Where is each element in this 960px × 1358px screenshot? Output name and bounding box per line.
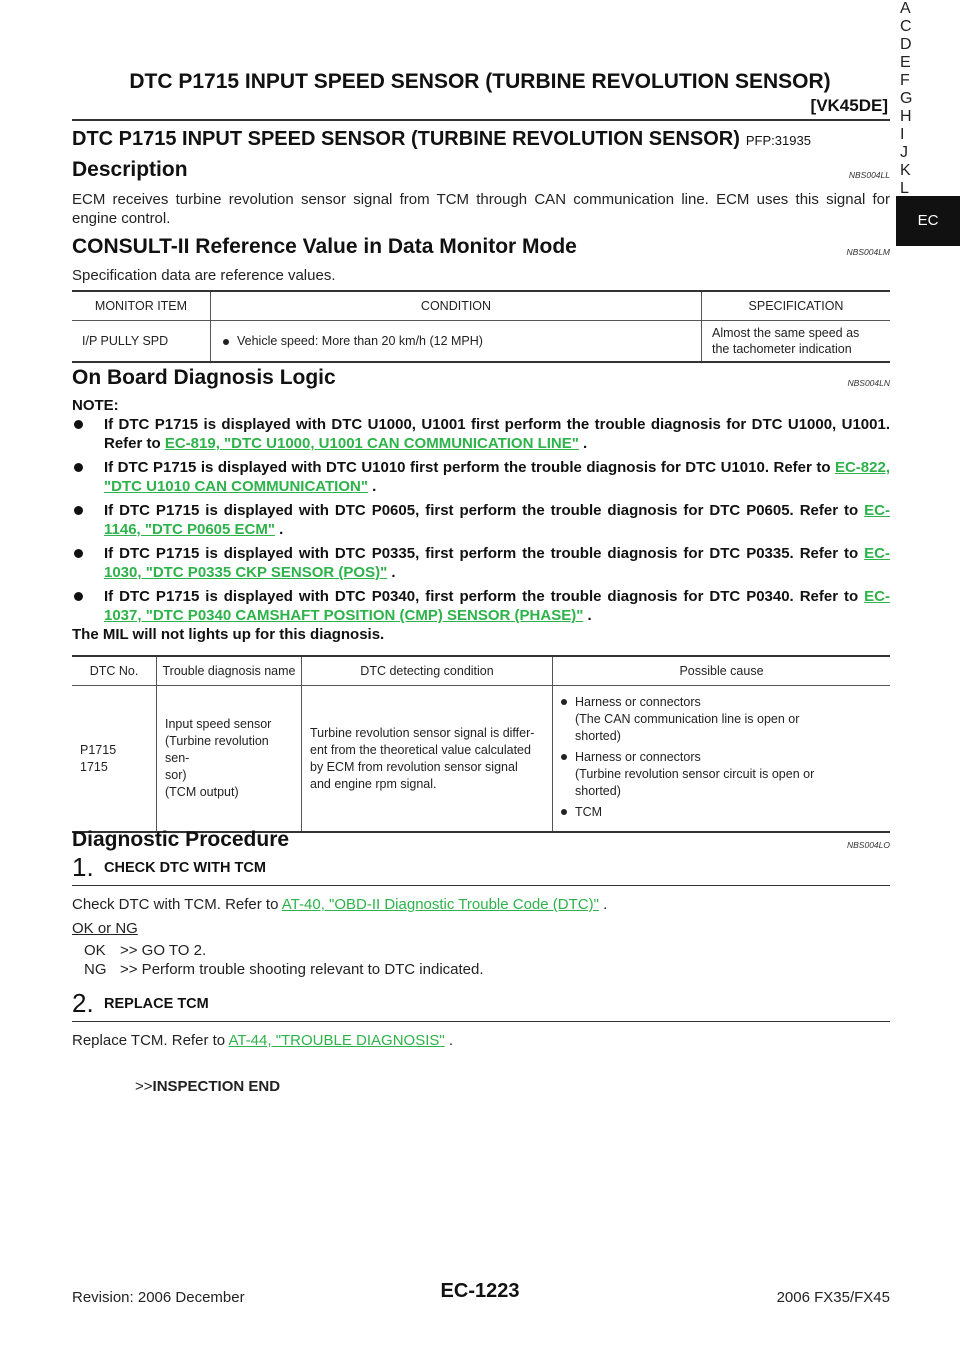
link-ec-822[interactable]: EC-822, "DTC U1010 CAN COMMUNICATION" <box>104 459 890 495</box>
side-index-l[interactable]: L <box>900 180 909 197</box>
bullet-icon <box>74 592 83 601</box>
section-title: DTC P1715 INPUT SPEED SENSOR (TURBINE RE… <box>72 128 811 150</box>
step-1-rule <box>72 885 890 886</box>
ng-option[interactable]: NG>> Perform trouble shooting relevant t… <box>84 961 484 978</box>
side-index-d[interactable]: D <box>900 36 912 53</box>
header-rule <box>72 119 890 121</box>
obd-heading: On Board Diagnosis Logic <box>72 366 336 389</box>
step-2-text: Replace TCM. Refer to AT-44, "TROUBLE DI… <box>72 1032 454 1049</box>
bullet-icon <box>223 339 229 345</box>
link-ec-1037[interactable]: EC-1037, "DTC P0340 CAMSHAFT POSITION (C… <box>104 588 890 624</box>
link-ec-1030[interactable]: EC-1030, "DTC P0335 CKP SENSOR (POS)" <box>104 545 890 581</box>
col-dtc-detecting-condition: DTC detecting condition <box>301 656 553 686</box>
note-item: If DTC P1715 is displayed with DTC P0340… <box>72 587 890 625</box>
inspection-end[interactable]: >>INSPECTION END <box>135 1078 281 1095</box>
consult-note: Specification data are reference values. <box>72 267 336 284</box>
link-at-40[interactable]: AT-40, "OBD-II Diagnostic Trouble Code (… <box>281 896 599 913</box>
step-2-number: 2. <box>72 988 94 1018</box>
step-1-title: CHECK DTC WITH TCM <box>104 860 266 876</box>
side-index-k[interactable]: K <box>900 162 911 179</box>
procedure-tag: NBS004LO <box>847 840 890 850</box>
bullet-icon <box>74 506 83 515</box>
note-label: NOTE: <box>72 397 119 414</box>
consult-heading: CONSULT-II Reference Value in Data Monit… <box>72 235 577 258</box>
note-list: If DTC P1715 is displayed with DTC U1000… <box>72 415 890 630</box>
list-item: Harness or connectors(The CAN communicat… <box>559 694 884 745</box>
description-tag: NBS004LL <box>848 170 890 180</box>
ok-option[interactable]: OK>> GO TO 2. <box>84 942 207 959</box>
description-text: ECM receives turbine revolution sensor s… <box>72 191 890 227</box>
cell-possible-cause: Harness or connectors(The CAN communicat… <box>553 686 891 833</box>
mil-note: The MIL will not lights up for this diag… <box>72 626 385 643</box>
link-ec-819[interactable]: EC-819, "DTC U1000, U1001 CAN COMMUNICAT… <box>164 435 579 452</box>
cell-trouble-diagnosis-name: Input speed sensor(Turbine revolution se… <box>156 685 302 832</box>
link-ec-1146[interactable]: EC-1146, "DTC P0605 ECM" <box>104 502 890 538</box>
note-item: If DTC P1715 is displayed with DTC U1000… <box>72 415 890 453</box>
note-item: If DTC P1715 is displayed with DTC U1010… <box>72 458 890 496</box>
side-index-a[interactable]: A <box>900 0 911 17</box>
section-code: PFP:31935 <box>745 133 811 148</box>
list-item: TCM <box>559 804 884 821</box>
side-index-ec-active[interactable]: EC <box>896 196 960 246</box>
bullet-icon <box>74 463 83 472</box>
footer-revision: Revision: 2006 December <box>72 1289 245 1306</box>
link-at-44[interactable]: AT-44, "TROUBLE DIAGNOSIS" <box>228 1032 445 1049</box>
obd-tag: NBS004LN <box>847 378 890 388</box>
cell-condition: Vehicle speed: More than 20 km/h (12 MPH… <box>210 320 702 362</box>
col-monitor-item: MONITOR ITEM <box>72 291 211 321</box>
running-header-title: DTC P1715 INPUT SPEED SENSOR (TURBINE RE… <box>129 70 831 93</box>
side-index-i[interactable]: I <box>900 126 905 143</box>
ok-or-ng-label: OK or NG <box>72 920 138 937</box>
procedure-heading: Diagnostic Procedure <box>72 828 290 851</box>
step-1-text: Check DTC with TCM. Refer to AT-40, "OBD… <box>72 896 608 913</box>
footer-page-number: EC-1223 <box>440 1280 520 1302</box>
list-item: Harness or connectors(Turbine revolution… <box>559 749 884 800</box>
col-trouble-diagnosis-name: Trouble diagnosis name <box>156 656 302 686</box>
step-2-title: REPLACE TCM <box>104 996 209 1012</box>
side-index-c[interactable]: C <box>900 18 912 35</box>
note-item: If DTC P1715 is displayed with DTC P0605… <box>72 501 890 539</box>
consult-tag: NBS004LM <box>846 247 890 257</box>
table-row: I/P PULLY SPD Vehicle speed: More than 2… <box>72 320 890 362</box>
bullet-icon <box>74 549 83 558</box>
side-index-j[interactable]: J <box>900 144 908 161</box>
engine-model-label: [VK45DE] <box>810 96 888 115</box>
col-condition: CONDITION <box>210 291 702 321</box>
step-1-number: 1. <box>72 852 94 882</box>
side-index-h[interactable]: H <box>900 108 912 125</box>
description-heading: Description <box>72 158 188 181</box>
step-2-rule <box>72 1021 890 1022</box>
note-item: If DTC P1715 is displayed with DTC P0335… <box>72 544 890 582</box>
bullet-icon <box>561 809 567 815</box>
side-index-f[interactable]: F <box>900 72 910 89</box>
side-index-e[interactable]: E <box>900 54 911 71</box>
data-monitor-table: MONITOR ITEM CONDITION SPECIFICATION I/P… <box>72 290 890 363</box>
side-index-g[interactable]: G <box>900 90 913 107</box>
col-dtc-no: DTC No. <box>72 656 157 686</box>
bullet-icon <box>561 754 567 760</box>
col-specification: SPECIFICATION <box>701 291 890 321</box>
cell-dtc-detecting-condition: Turbine revolution sensor signal is diff… <box>301 685 553 832</box>
bullet-icon <box>561 699 567 705</box>
footer-model: 2006 FX35/FX45 <box>776 1289 890 1306</box>
col-possible-cause: Possible cause <box>552 656 890 686</box>
bullet-icon <box>74 420 83 429</box>
cell-monitor-item: I/P PULLY SPD <box>72 320 211 362</box>
dtc-table: DTC No. Trouble diagnosis name DTC detec… <box>72 655 890 833</box>
